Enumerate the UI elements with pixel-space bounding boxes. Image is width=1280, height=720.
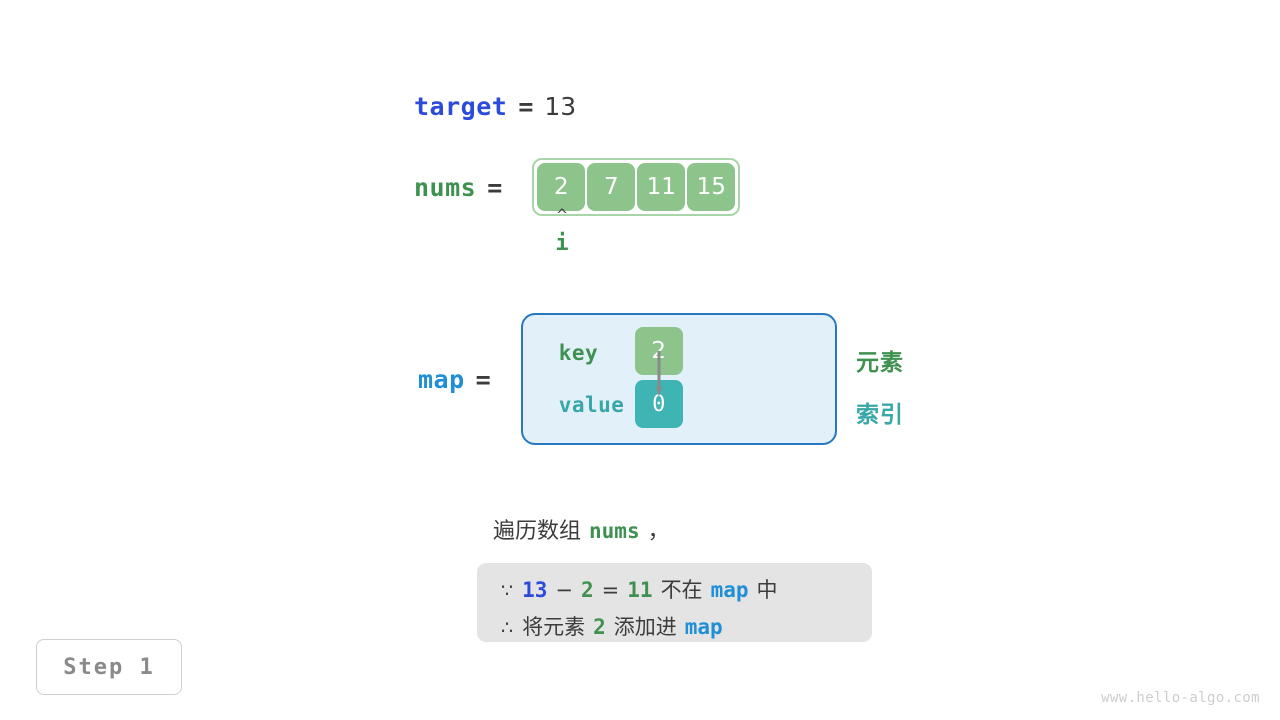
explain-minus: −: [555, 578, 573, 602]
array-container: 2 7 11 15: [532, 158, 741, 216]
array-cell-3[interactable]: 15: [687, 163, 736, 211]
caption-line: 遍历数组 nums ，: [493, 513, 670, 545]
map-variable-name: map: [418, 364, 465, 394]
target-value: 13: [544, 92, 577, 121]
map-value-cell[interactable]: 0: [634, 380, 683, 428]
map-key-label: key: [558, 341, 599, 365]
index-pointer-group: ^ i: [552, 208, 572, 257]
step-badge-label: Step 1: [63, 654, 155, 680]
explain-map-keyword-1: map: [710, 578, 749, 602]
map-key-cell[interactable]: 2: [634, 327, 683, 375]
caret-up-icon: ^: [556, 206, 568, 226]
explain-text-action: 添加进: [613, 615, 677, 639]
caption-suffix: ，: [647, 519, 670, 544]
explain-text-not-in: 不在: [660, 578, 703, 602]
nums-equals-sign: =: [487, 172, 503, 202]
annotation-element: 元素: [856, 350, 904, 376]
explain-text-tail: 中: [756, 578, 778, 602]
therefore-symbol: ∴: [501, 617, 514, 639]
nums-row: nums = 2 7 11 15: [414, 158, 741, 216]
explain-current-value: 2: [581, 578, 594, 602]
target-row: target = 13: [0, 92, 1280, 121]
map-equals-sign: =: [475, 364, 491, 394]
map-annotations: 元素 索引: [856, 338, 904, 440]
array-cell-2[interactable]: 11: [637, 163, 686, 211]
explain-complement: 11: [627, 578, 653, 602]
because-symbol: ∵: [501, 580, 514, 602]
explanation-line-2: ∴ 将元素 2 添加进 map: [501, 611, 723, 641]
map-container: key value 2 0: [520, 313, 837, 445]
explain-map-keyword-2: map: [684, 615, 723, 639]
map-value-label: value: [558, 393, 625, 417]
caption-keyword-nums: nums: [589, 519, 640, 543]
array-cell-1[interactable]: 7: [587, 163, 636, 211]
annotation-index: 索引: [856, 402, 904, 428]
step-badge: Step 1: [36, 639, 182, 695]
explain-text-add-element: 将元素: [522, 615, 586, 639]
target-variable-name: target: [414, 92, 508, 121]
map-row: map = key value 2 0: [418, 313, 837, 445]
explain-added-value: 2: [593, 615, 606, 639]
nums-variable-name: nums: [414, 172, 477, 202]
watermark: www.hello-algo.com: [1101, 690, 1260, 706]
explain-target-value: 13: [522, 578, 548, 602]
pointer-label-i: i: [555, 231, 569, 256]
explain-equals: =: [601, 578, 620, 602]
array-cell-0[interactable]: 2: [537, 163, 586, 211]
explanation-box: ∵ 13−2 = 11 不在 map 中 ∴ 将元素 2 添加进 map: [477, 563, 872, 642]
target-equals-sign: =: [518, 92, 534, 121]
explanation-line-1: ∵ 13−2 = 11 不在 map 中: [501, 574, 778, 604]
caption-prefix: 遍历数组: [493, 519, 582, 544]
